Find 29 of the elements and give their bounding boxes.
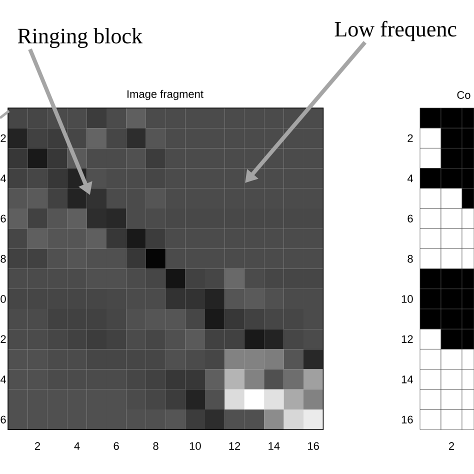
tick-label: 6 [408, 214, 413, 222]
tick-label: 2 [449, 442, 454, 450]
tick-label: 4 [0, 174, 6, 182]
tick-label: 2 [0, 335, 6, 343]
callout-text: Low frequenc [334, 20, 456, 42]
tick-label: 12 [229, 442, 240, 450]
tick-label: 8 [153, 442, 158, 450]
tick-label: 2 [408, 134, 413, 142]
tick-label: 10 [190, 442, 201, 450]
tick-label: 12 [402, 335, 413, 343]
axis-title: Image fragment [128, 90, 204, 100]
tick-label: 16 [308, 442, 319, 450]
callout-text: Ringing block [18, 28, 142, 48]
tick-label: 14 [268, 442, 280, 450]
axis-title: Co [457, 91, 470, 99]
tick-label: 10 [402, 295, 413, 303]
tick-label: 2 [35, 442, 40, 450]
tick-label: 6 [0, 416, 6, 424]
tick-label: 8 [408, 254, 413, 263]
tick-label: 16 [402, 416, 413, 424]
tick-label: 4 [0, 376, 6, 384]
tick-label: 2 [0, 134, 6, 142]
tick-label: 4 [407, 174, 413, 182]
tick-label: 6 [114, 442, 119, 450]
tick-label: 6 [0, 214, 6, 222]
tick-label: 0 [0, 295, 6, 303]
tick-label: 14 [402, 376, 413, 384]
tick-label: 8 [0, 254, 6, 263]
tick-label: 4 [74, 442, 80, 450]
